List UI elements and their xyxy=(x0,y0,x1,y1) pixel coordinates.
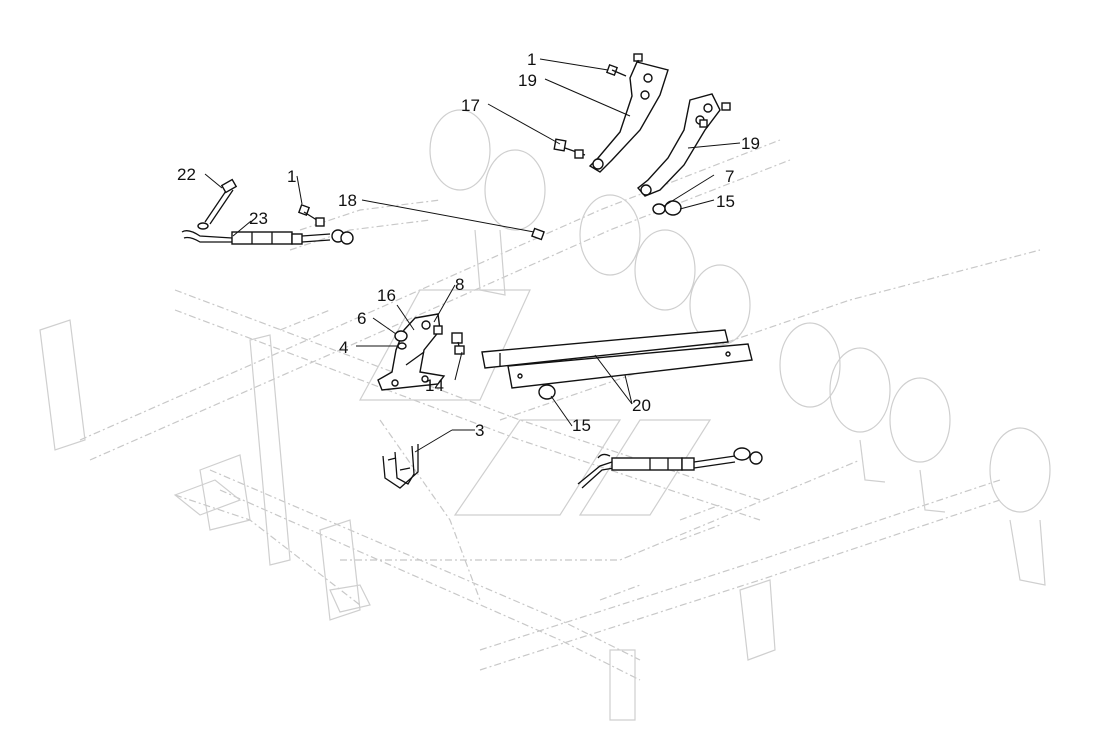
bolt-1-top xyxy=(605,53,643,77)
callout-7: 7 xyxy=(725,167,734,186)
callout-1-left: 1 xyxy=(287,167,296,186)
washer-4 xyxy=(397,342,407,350)
callout-1-top: 1 xyxy=(527,50,536,69)
callout-3: 3 xyxy=(475,421,484,440)
callout-19-right: 19 xyxy=(741,134,760,153)
bracket-19-left xyxy=(588,61,669,173)
callout-17: 17 xyxy=(461,96,480,115)
beam-20-lower xyxy=(507,343,753,389)
bolt-1-left xyxy=(297,203,325,227)
callout-4: 4 xyxy=(339,338,348,357)
pin-17 xyxy=(553,138,586,159)
callout-8: 8 xyxy=(455,275,464,294)
turnbuckle-lower xyxy=(577,447,763,489)
bracket-19-right xyxy=(636,93,731,197)
callout-16: 16 xyxy=(377,286,396,305)
callout-labels: 1 19 17 19 7 15 22 1 23 18 16 8 6 4 14 2… xyxy=(177,50,760,440)
bolt-14 xyxy=(451,332,465,355)
callout-18: 18 xyxy=(338,191,357,210)
nut-15-top xyxy=(664,200,682,216)
nut-6 xyxy=(394,330,408,342)
callout-19-upper: 19 xyxy=(518,71,537,90)
callout-23: 23 xyxy=(249,209,268,228)
beam-20-upper xyxy=(481,329,729,369)
callout-22: 22 xyxy=(177,165,196,184)
callout-14: 14 xyxy=(425,376,444,395)
nut-15-lower xyxy=(538,384,556,400)
nut-8 xyxy=(433,325,443,335)
washer-7 xyxy=(652,203,666,215)
turnbuckle-23 xyxy=(181,229,354,245)
leader-lines xyxy=(204,58,741,453)
parts xyxy=(181,53,763,489)
callout-15-top: 15 xyxy=(716,192,735,211)
callout-6: 6 xyxy=(357,309,366,328)
bolt-22 xyxy=(197,178,238,230)
u-bolt-3 xyxy=(382,444,419,489)
background-frame xyxy=(39,109,1051,721)
bolt-18 xyxy=(531,227,545,241)
callout-20: 20 xyxy=(632,396,651,415)
callout-15-lower: 15 xyxy=(572,416,591,435)
